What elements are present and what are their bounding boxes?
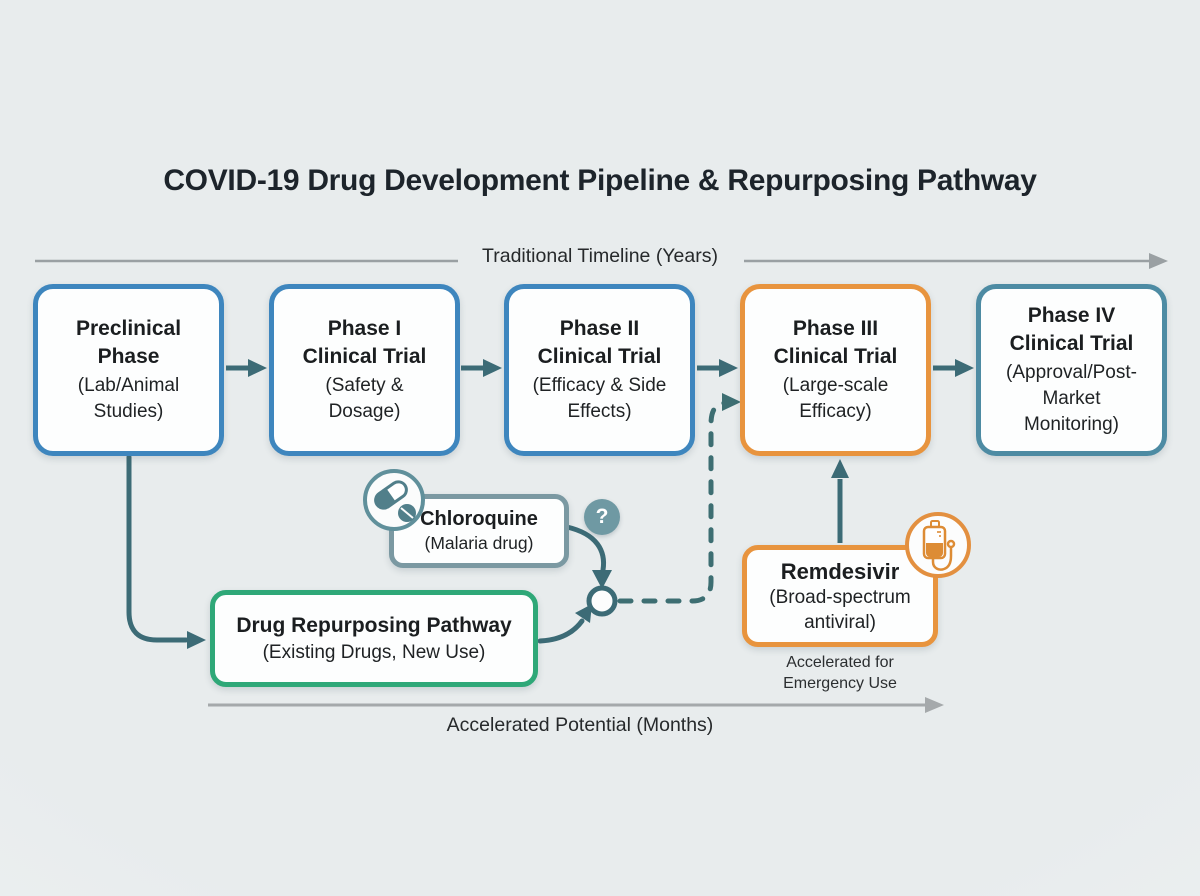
pathway-subtitle: (Existing Drugs, New Use) [262, 641, 486, 663]
phase-box-phase3: Phase III Clinical Trial (Large-scale Ef… [740, 284, 931, 456]
drug-subtitle: (Broad-spectrum antiviral) [769, 586, 911, 633]
decision-node [586, 585, 618, 617]
accelerated-timeline-label: Accelerated Potential (Months) [446, 714, 714, 736]
page-title: COVID-19 Drug Development Pipeline & Rep… [163, 164, 1037, 197]
emergency-use-note: Accelerated for Emergency Use [783, 654, 897, 692]
repurposing-pathway-box: Drug Repurposing Pathway (Existing Drugs… [210, 590, 538, 687]
phase-subtitle: (Large-scale Efficacy) [782, 375, 889, 422]
remdesivir-box: Remdesivir (Broad-spectrum antiviral) [742, 545, 938, 647]
phase-box-phase1: Phase I Clinical Trial (Safety & Dosage) [269, 284, 460, 456]
arrow-remdesivir-to-phase3 [831, 459, 849, 543]
arrow-phase3-to-phase4 [933, 359, 974, 377]
traditional-timeline-arrow [35, 253, 1168, 269]
arrow-phase2-to-phase3 [697, 359, 738, 377]
phase-subtitle: (Efficacy & Side Effects) [532, 375, 667, 422]
drug-title: Remdesivir [780, 558, 900, 584]
accelerated-timeline-arrow [208, 697, 944, 713]
arrow-phase1-to-phase2 [461, 359, 502, 377]
dashed-arrow-node-to-phase3 [617, 393, 741, 604]
arrow-preclinical-to-repurposing [126, 454, 206, 649]
arrow-repurposing-to-node [537, 604, 592, 644]
pathway-title: Drug Repurposing Pathway [236, 613, 512, 637]
phase-box-phase4: Phase IV Clinical Trial (Approval/Post-M… [976, 284, 1167, 456]
phase-title: Phase II Clinical Trial [537, 317, 662, 368]
arrow-chloroquine-to-node [564, 524, 612, 589]
phase-subtitle: (Approval/Post-Market Monitoring) [1006, 362, 1137, 435]
phase-title: Phase I Clinical Trial [302, 317, 427, 368]
chloroquine-box: Chloroquine (Malaria drug) [389, 494, 569, 568]
phase-box-phase2: Phase II Clinical Trial (Efficacy & Side… [504, 284, 695, 456]
phase-box-preclinical: Preclinical Phase (Lab/Animal Studies) [33, 284, 224, 456]
arrow-preclinical-to-phase1 [226, 359, 267, 377]
question-mark-icon: ? [584, 499, 620, 535]
traditional-timeline-label: Traditional Timeline (Years) [482, 245, 718, 267]
drug-title: Chloroquine [420, 508, 538, 530]
phase-subtitle: (Safety & Dosage) [325, 375, 404, 422]
phase-subtitle: (Lab/Animal Studies) [77, 375, 180, 422]
phase-title: Preclinical Phase [75, 317, 182, 368]
phase-title: Phase III Clinical Trial [773, 317, 898, 368]
phase-title: Phase IV Clinical Trial [1009, 304, 1134, 355]
drug-subtitle: (Malaria drug) [424, 533, 534, 553]
